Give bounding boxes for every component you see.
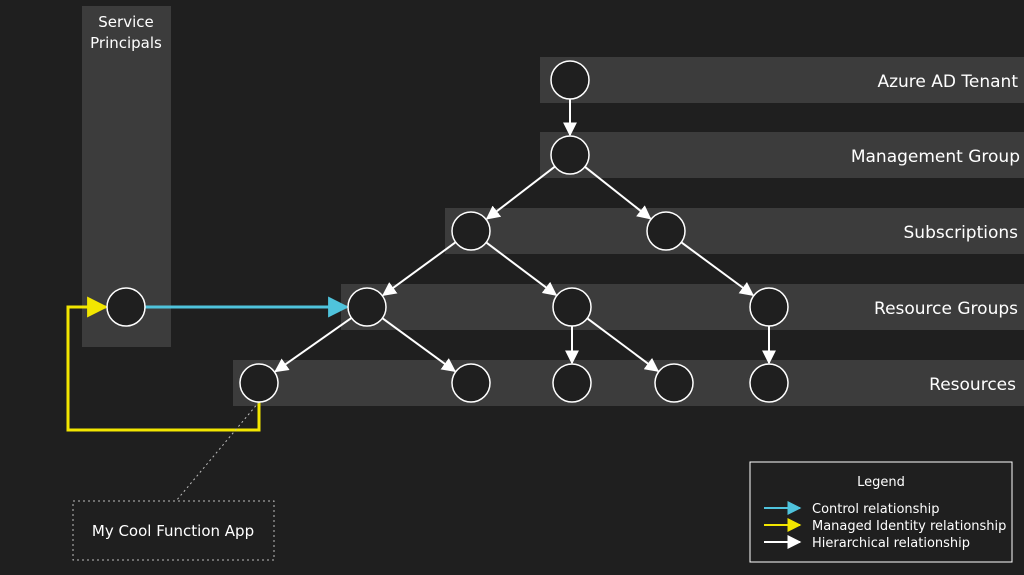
- management-group-node[interactable]: [550, 135, 590, 175]
- callout-label: My Cool Function App: [92, 522, 254, 540]
- legend-title: Legend: [857, 475, 905, 490]
- subscription-node[interactable]: [451, 211, 491, 251]
- hierarchical-edge: [584, 166, 652, 220]
- layer-band-subscriptions: [445, 208, 1024, 254]
- resource-group-node[interactable]: [347, 287, 387, 327]
- callout-leader-line: [175, 401, 260, 502]
- legend-hierarchical-label: Hierarchical relationship: [812, 536, 970, 551]
- service-principal-node[interactable]: [106, 287, 146, 327]
- layer-label-resource-groups: Resource Groups: [874, 299, 1018, 319]
- resource-node[interactable]: [239, 363, 279, 403]
- layer-band-resource-groups: [341, 284, 1024, 330]
- callout-box: [72, 500, 275, 561]
- resource-node[interactable]: [654, 363, 694, 403]
- hierarchical-edge: [586, 317, 660, 372]
- layer-label-subscriptions: Subscriptions: [904, 223, 1019, 243]
- nodes-group: [106, 60, 789, 403]
- resource-group-node[interactable]: [552, 287, 592, 327]
- subscription-node[interactable]: [646, 211, 686, 251]
- legend-control-label: Control relationship: [812, 502, 940, 517]
- hierarchical-edge: [274, 317, 353, 373]
- service-principals-title-line2: Principals: [90, 34, 162, 52]
- hierarchical-edge: [381, 317, 456, 373]
- managed-identity-edge: [66, 296, 261, 432]
- hierarchical-edge: [680, 241, 755, 296]
- layer-band-management-group: [540, 132, 1024, 178]
- hierarchical-edge: [382, 241, 457, 297]
- resource-group-node[interactable]: [749, 287, 789, 327]
- hierarchical-edge: [485, 165, 556, 220]
- layer-band-tenant: [540, 57, 1024, 103]
- resource-node[interactable]: [552, 363, 592, 403]
- service-principals-title-line1: Service: [98, 13, 153, 31]
- tenant-node[interactable]: [550, 60, 590, 100]
- layer-label-resources: Resources: [929, 375, 1016, 395]
- hierarchical-edge: [485, 241, 558, 296]
- resource-node[interactable]: [749, 363, 789, 403]
- layer-band-resources: [233, 360, 1024, 406]
- layer-label-tenant: Azure AD Tenant: [877, 72, 1018, 92]
- edges-group: [66, 99, 776, 432]
- layer-label-management-group: Management Group: [851, 147, 1020, 167]
- legend-managed-identity-label: Managed Identity relationship: [812, 519, 1006, 534]
- resource-node[interactable]: [451, 363, 491, 403]
